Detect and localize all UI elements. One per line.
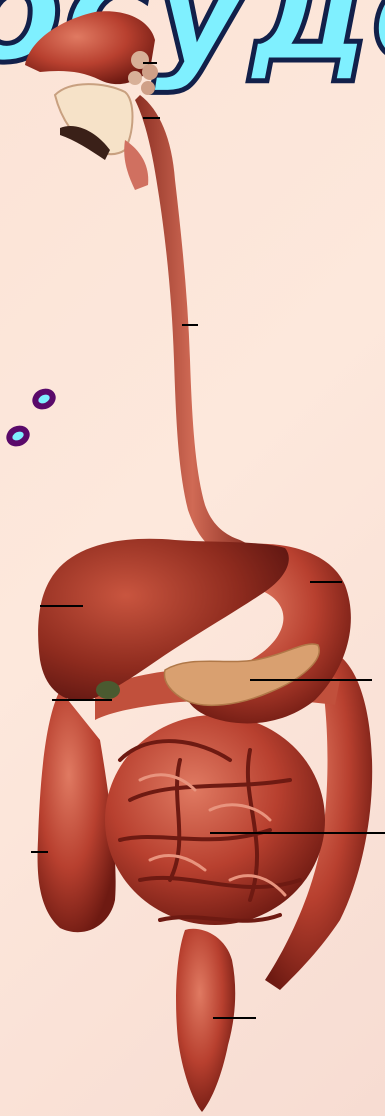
decorative-bubble-upper	[33, 389, 55, 409]
small-intestine-icon	[105, 715, 325, 925]
decorative-bubble-lower	[7, 426, 29, 446]
rectum-icon	[176, 929, 235, 1112]
gallbladder-icon	[96, 681, 120, 699]
